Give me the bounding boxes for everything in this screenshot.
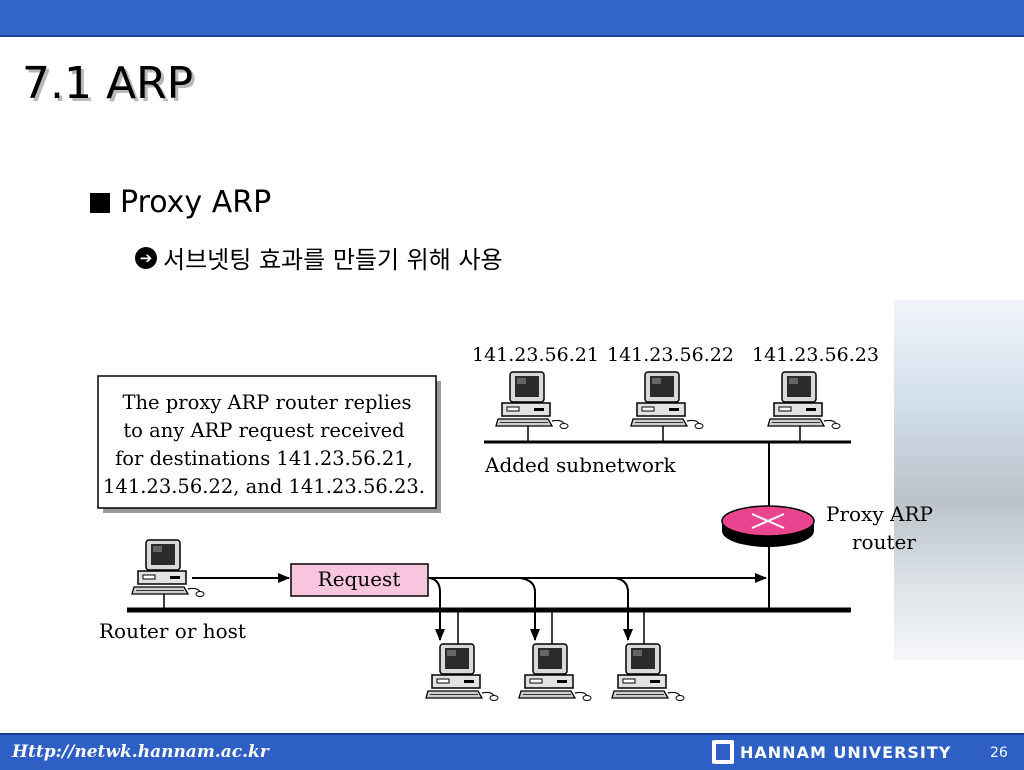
ip-label-2: 141.23.56.22 [607,344,734,366]
note-box [97,375,437,509]
request-label: Request [318,567,401,591]
page-number: 26 [990,745,1008,761]
added-subnetwork-label: Added subnetwork [484,453,676,477]
top-band [0,0,1024,37]
broadcast-arrow-3 [614,577,633,641]
ip-label-1: 141.23.56.21 [472,344,599,366]
footer-url-link[interactable]: Http://netwk.hannam.ac.kr [12,742,269,762]
computer-bottom-2 [518,643,592,702]
footer-university-name: HANNAM UNIVERSITY [740,743,952,762]
computer-bottom-1 [425,643,499,702]
computer-141-23-56-22 [630,371,704,430]
request-box [290,563,429,597]
sub-bullet-item: ➔ 서브넷팅 효과를 만들기 위해 사용 [135,240,503,275]
router-label-line2: router [852,530,916,554]
computer-141-23-56-23 [767,371,841,430]
slide-title: 7.1 ARP [22,58,194,109]
university-logo-icon [712,740,734,764]
broadcast-arrow-1 [429,577,445,641]
bullet-item: Proxy ARP [90,185,271,220]
ip-label-3: 141.23.56.23 [752,344,879,366]
circled-arrow-icon: ➔ [135,246,157,269]
computer-141-23-56-21 [495,371,569,430]
decorative-background-image [894,300,1024,660]
note-line-1: The proxy ARP router replies [122,391,411,414]
computer-router-or-host [131,539,205,598]
broadcast-arrow-2 [519,577,540,641]
bullet-text: Proxy ARP [120,185,272,220]
footer-bar: Http://netwk.hannam.ac.kr HANNAM UNIVERS… [0,733,1024,770]
note-line-3: for destinations 141.23.56.21, [115,447,413,470]
router-or-host-label: Router or host [99,619,246,643]
square-bullet-icon [90,192,110,213]
proxy-arp-router [721,505,815,547]
note-line-2: to any ARP request received [123,419,404,442]
sub-bullet-text: 서브넷팅 효과를 만들기 위해 사용 [163,246,503,274]
computer-bottom-3 [611,643,685,702]
note-line-4: 141.23.56.22, and 141.23.56.23. [103,475,425,498]
router-label-line1: Proxy ARP [826,502,933,526]
